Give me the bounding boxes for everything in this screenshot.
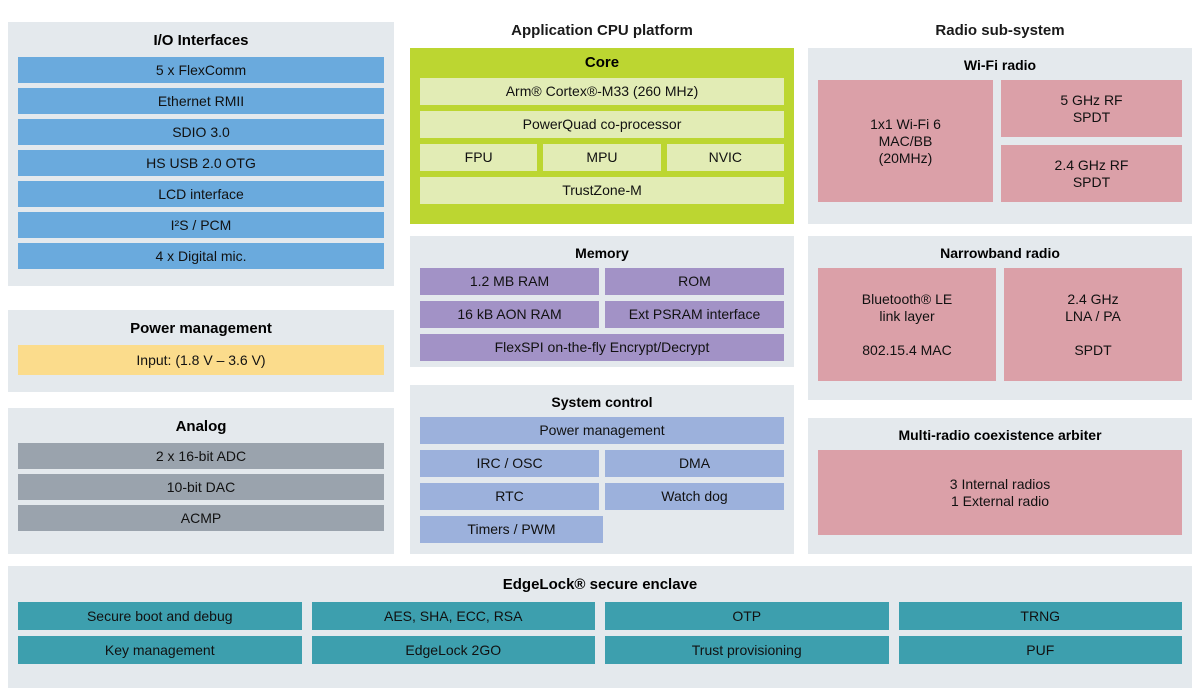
- system-control-title: System control: [551, 394, 653, 410]
- system-control-list: Power management IRC / OSC DMA RTC Watch…: [420, 417, 784, 543]
- radio-subsystem-title: Radio sub-system: [935, 22, 1065, 39]
- system-block-irc-osc[interactable]: IRC / OSC: [420, 450, 599, 477]
- edgelock-title: EdgeLock® secure enclave: [502, 576, 698, 593]
- edgelock-block-otp[interactable]: OTP: [605, 602, 889, 630]
- analog-panel: Analog 2 x 16-bit ADC 10-bit DAC ACMP: [8, 408, 394, 554]
- core-panel: Core Arm® Cortex®-M33 (260 MHz) PowerQua…: [410, 48, 794, 224]
- core-block-fpu[interactable]: FPU: [420, 144, 538, 171]
- core-title: Core: [584, 54, 620, 71]
- io-block-i2s-pcm[interactable]: I²S / PCM: [18, 212, 384, 238]
- core-block-cpu[interactable]: Arm® Cortex®-M33 (260 MHz): [420, 78, 784, 105]
- wifi-rf-column: 5 GHz RF SPDT 2.4 GHz RF SPDT: [1001, 80, 1182, 202]
- io-block-flexcomm[interactable]: 5 x FlexComm: [18, 57, 384, 83]
- analog-list: 2 x 16-bit ADC 10-bit DAC ACMP: [18, 443, 384, 531]
- system-row-1: IRC / OSC DMA: [420, 450, 784, 477]
- wifi-radio-panel: Wi-Fi radio 1x1 Wi-Fi 6 MAC/BB (20MHz) 5…: [808, 48, 1192, 224]
- power-management-title: Power management: [130, 320, 272, 337]
- edgelock-block-puf[interactable]: PUF: [898, 636, 1182, 664]
- wifi-block-mac-bb[interactable]: 1x1 Wi-Fi 6 MAC/BB (20MHz): [818, 80, 993, 202]
- memory-panel: Memory 1.2 MB RAM ROM 16 kB AON RAM Ext …: [410, 236, 794, 367]
- io-block-lcd[interactable]: LCD interface: [18, 181, 384, 207]
- edgelock-grid: Secure boot and debug AES, SHA, ECC, RSA…: [18, 602, 1182, 664]
- memory-block-ext-psram[interactable]: Ext PSRAM interface: [605, 301, 784, 328]
- io-interfaces-panel: I/O Interfaces 5 x FlexComm Ethernet RMI…: [8, 22, 394, 286]
- analog-block-adc[interactable]: 2 x 16-bit ADC: [18, 443, 384, 469]
- analog-block-dac[interactable]: 10-bit DAC: [18, 474, 384, 500]
- core-block-trustzone[interactable]: TrustZone-M: [420, 177, 784, 204]
- power-management-panel: Power management Input: (1.8 V – 3.6 V): [8, 310, 394, 392]
- core-block-nvic[interactable]: NVIC: [666, 144, 784, 171]
- system-block-timers-pwm[interactable]: Timers / PWM: [420, 516, 603, 543]
- edgelock-block-crypto-algorithms[interactable]: AES, SHA, ECC, RSA: [311, 602, 595, 630]
- multi-radio-coexistence-block[interactable]: 3 Internal radios 1 External radio: [818, 450, 1182, 535]
- io-block-sdio[interactable]: SDIO 3.0: [18, 119, 384, 145]
- system-row-2: RTC Watch dog: [420, 483, 784, 510]
- memory-block-aon-ram[interactable]: 16 kB AON RAM: [420, 301, 599, 328]
- core-units-row: FPU MPU NVIC: [420, 144, 784, 171]
- narrowband-block-lna-pa[interactable]: 2.4 GHz LNA / PA SPDT: [1004, 268, 1182, 381]
- memory-title: Memory: [575, 245, 629, 261]
- memory-row-1: 1.2 MB RAM ROM: [420, 268, 784, 295]
- io-block-usb[interactable]: HS USB 2.0 OTG: [18, 150, 384, 176]
- io-block-ethernet[interactable]: Ethernet RMII: [18, 88, 384, 114]
- system-block-rtc[interactable]: RTC: [420, 483, 599, 510]
- wifi-block-24ghz-rf-spdt[interactable]: 2.4 GHz RF SPDT: [1001, 145, 1182, 202]
- memory-block-ram[interactable]: 1.2 MB RAM: [420, 268, 599, 295]
- system-row-3-spacer: [609, 516, 784, 543]
- analog-title: Analog: [175, 418, 227, 435]
- edgelock-block-trng[interactable]: TRNG: [898, 602, 1182, 630]
- core-block-powerquad[interactable]: PowerQuad co-processor: [420, 111, 784, 138]
- narrowband-radio-row: Bluetooth® LE link layer 802.15.4 MAC 2.…: [818, 268, 1182, 381]
- io-interfaces-list: 5 x FlexComm Ethernet RMII SDIO 3.0 HS U…: [18, 57, 384, 269]
- system-block-dma[interactable]: DMA: [605, 450, 784, 477]
- io-block-digital-mic[interactable]: 4 x Digital mic.: [18, 243, 384, 269]
- wifi-block-5ghz-rf-spdt[interactable]: 5 GHz RF SPDT: [1001, 80, 1182, 137]
- core-block-mpu[interactable]: MPU: [543, 144, 661, 171]
- narrowband-radio-panel: Narrowband radio Bluetooth® LE link laye…: [808, 236, 1192, 400]
- wifi-radio-title: Wi-Fi radio: [963, 57, 1037, 73]
- memory-block-flexspi[interactable]: FlexSPI on-the-fly Encrypt/Decrypt: [420, 334, 784, 361]
- edgelock-block-trust-provisioning[interactable]: Trust provisioning: [605, 636, 889, 664]
- io-interfaces-title: I/O Interfaces: [153, 32, 249, 49]
- system-row-3: Timers / PWM: [420, 516, 784, 543]
- system-block-power-management[interactable]: Power management: [420, 417, 784, 444]
- edgelock-secure-enclave-panel: EdgeLock® secure enclave Secure boot and…: [8, 566, 1192, 688]
- wifi-radio-row: 1x1 Wi-Fi 6 MAC/BB (20MHz) 5 GHz RF SPDT…: [818, 80, 1182, 202]
- system-block-watch-dog[interactable]: Watch dog: [605, 483, 784, 510]
- memory-block-rom[interactable]: ROM: [605, 268, 784, 295]
- multi-radio-coexistence-title: Multi-radio coexistence arbiter: [898, 427, 1102, 443]
- core-list: Arm® Cortex®-M33 (260 MHz) PowerQuad co-…: [420, 78, 784, 204]
- edgelock-block-secure-boot[interactable]: Secure boot and debug: [18, 602, 302, 630]
- edgelock-block-edgelock-2go[interactable]: EdgeLock 2GO: [311, 636, 595, 664]
- memory-list: 1.2 MB RAM ROM 16 kB AON RAM Ext PSRAM i…: [420, 268, 784, 361]
- analog-block-acmp[interactable]: ACMP: [18, 505, 384, 531]
- power-management-input-block[interactable]: Input: (1.8 V – 3.6 V): [18, 345, 384, 375]
- multi-radio-coexistence-panel: Multi-radio coexistence arbiter 3 Intern…: [808, 418, 1192, 554]
- narrowband-radio-title: Narrowband radio: [940, 245, 1060, 261]
- system-control-panel: System control Power management IRC / OS…: [410, 385, 794, 554]
- edgelock-block-key-management[interactable]: Key management: [18, 636, 302, 664]
- memory-row-2: 16 kB AON RAM Ext PSRAM interface: [420, 301, 784, 328]
- narrowband-block-bluetooth-le[interactable]: Bluetooth® LE link layer 802.15.4 MAC: [818, 268, 996, 381]
- application-cpu-platform-title: Application CPU platform: [511, 22, 693, 39]
